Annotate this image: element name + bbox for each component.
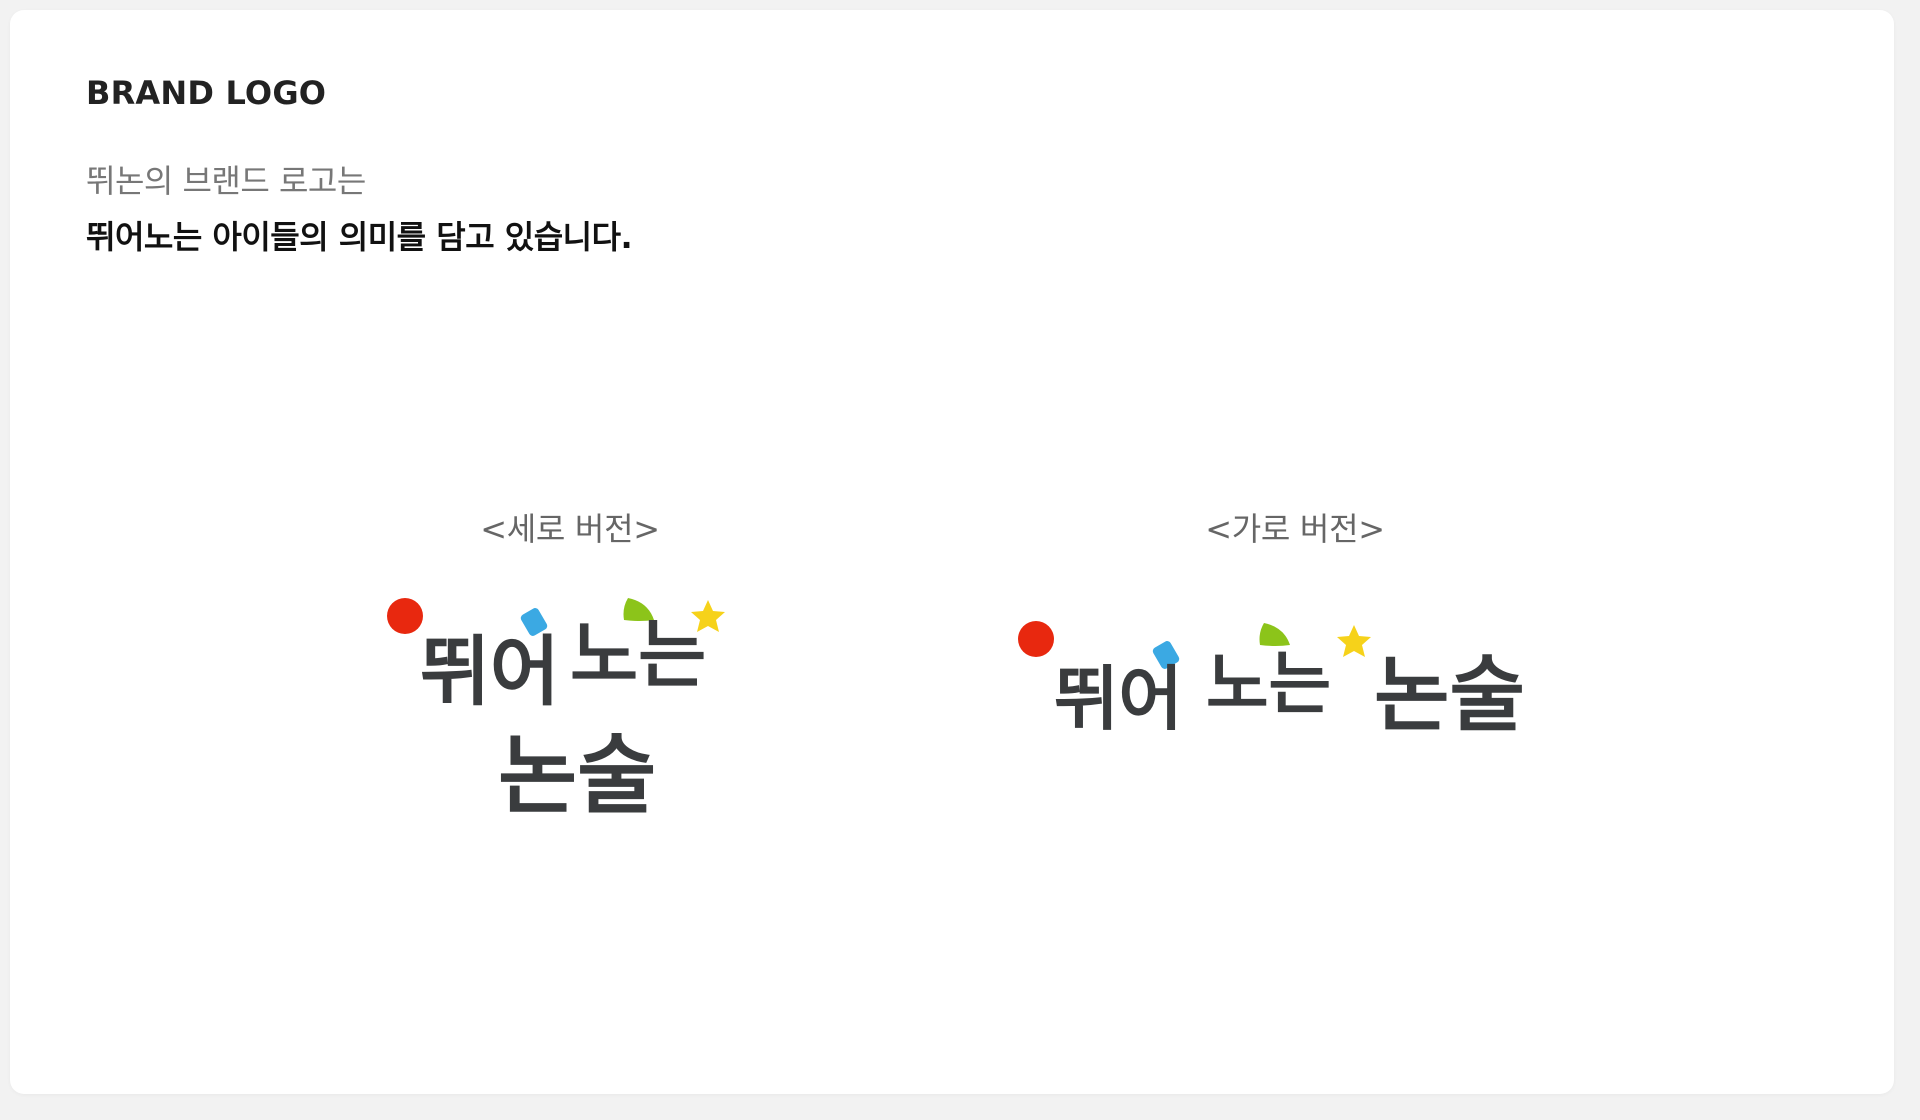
red-dot-icon — [1018, 621, 1054, 657]
logo-horizontal-text-part1: 뛰어 — [1054, 658, 1183, 740]
section-title: BRAND LOGO — [86, 74, 327, 112]
blue-square-icon — [1152, 641, 1180, 669]
logo-horizontal-graphic: 뛰어 노는 논술 — [1018, 621, 1525, 743]
logo-horizontal-text-part2: 노는 — [1206, 645, 1331, 724]
logo-vertical-text-line1a: 뛰어 — [420, 627, 560, 716]
brand-logo-card: BRAND LOGO 뛰논의 브랜드 로고는 뛰어노는 아이들의 의미를 담고 … — [10, 10, 1894, 1094]
logo-horizontal-text-part3: 논술 — [1374, 648, 1525, 743]
yellow-star-icon — [1337, 625, 1371, 657]
logo-vertical-text-line2: 논술 — [498, 726, 656, 826]
blue-square-icon — [520, 608, 548, 636]
horizontal-version-label: <가로 버전> — [1205, 510, 1385, 548]
green-drop-icon — [1259, 623, 1290, 646]
logo-vertical-text-line1b: 노는 — [570, 612, 706, 698]
red-dot-icon — [387, 598, 423, 634]
vertical-version-label: <세로 버전> — [480, 510, 660, 548]
logo-vertical: 뛰어 노는 논술 — [370, 580, 750, 830]
green-drop-icon — [623, 598, 654, 621]
logo-horizontal: 뛰어 노는 논술 — [1000, 605, 1560, 760]
description-line-1: 뛰논의 브랜드 로고는 — [86, 162, 366, 200]
description-line-2: 뛰어노는 아이들의 의미를 담고 있습니다. — [86, 218, 633, 256]
logo-vertical-graphic: 뛰어 노는 논술 — [387, 598, 725, 826]
yellow-star-icon — [691, 600, 725, 632]
